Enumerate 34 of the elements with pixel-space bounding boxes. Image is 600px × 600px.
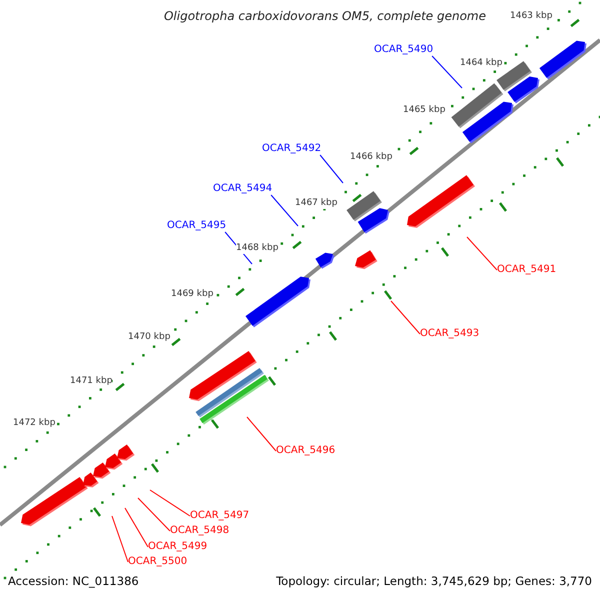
scale-label: 1464 kbp: [460, 58, 502, 69]
leader-line: [270, 194, 298, 226]
scale-label: 1472 kbp: [13, 418, 56, 429]
leader-line: [124, 508, 148, 548]
scale-label: 1469 kbp: [171, 289, 214, 300]
gene-label: OCAR_5491: [497, 264, 556, 276]
scale-label: 1468 kbp: [236, 243, 278, 254]
gene-label: OCAR_5496: [276, 445, 336, 457]
leader-line: [246, 416, 276, 452]
gene-label: OCAR_5497: [190, 510, 250, 522]
scale-label: 1466 kbp: [350, 152, 392, 163]
leader-line: [150, 490, 190, 516]
gene-label: OCAR_5498: [170, 525, 230, 537]
leader-line: [138, 498, 170, 532]
gene-label: OCAR_5499: [148, 541, 208, 553]
scale-label: 1471 kbp: [70, 376, 112, 387]
footer-text: Topology: circular; Length: 3,745,629 bp; Genes: 3,770: [276, 575, 592, 587]
gene-label: OCAR_5492: [262, 143, 322, 155]
leader-line: [432, 56, 462, 88]
footer-text: Accession: NC_011386: [8, 575, 139, 587]
leader-line: [112, 516, 128, 562]
gene-label: OCAR_5490: [374, 44, 434, 56]
scale-label: 1463 kbp: [510, 11, 552, 22]
leader-line: [466, 236, 498, 270]
gene-label: OCAR_5494: [213, 183, 272, 195]
leader-line: [320, 154, 344, 184]
gene-label: OCAR_5500: [128, 556, 188, 568]
scale-label: 1470 kbp: [128, 332, 170, 343]
title: Oligotropha carboxidovorans OM5, complete genome: [164, 10, 486, 22]
scale-label: 1467 kbp: [295, 198, 338, 209]
leader-line: [390, 300, 420, 334]
gene-label: OCAR_5493: [420, 328, 480, 340]
scale-label: 1465 kbp: [403, 105, 446, 116]
gene-label: OCAR_5495: [167, 220, 226, 232]
